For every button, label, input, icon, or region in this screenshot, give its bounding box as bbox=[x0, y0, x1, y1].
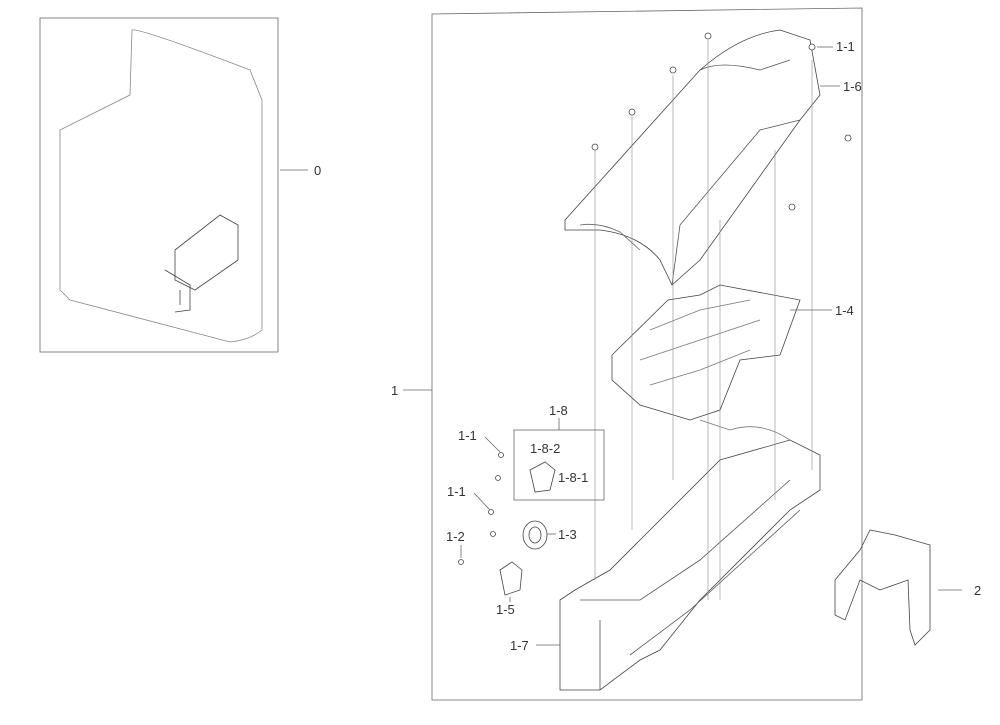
bracket-part bbox=[834, 529, 962, 646]
duct-cover-part bbox=[564, 29, 821, 286]
connector-part bbox=[499, 561, 523, 596]
callout-1-1-thermostat: 1-1 bbox=[458, 428, 477, 443]
heater-plate-part bbox=[611, 284, 801, 421]
heater-assembly-panel bbox=[403, 7, 863, 701]
thermal-fuse-part bbox=[522, 520, 548, 550]
heater-housing-part bbox=[559, 419, 821, 691]
callout-1-4: 1-4 bbox=[835, 303, 854, 318]
callout-1-8: 1-8 bbox=[549, 403, 568, 418]
callout-1-5: 1-5 bbox=[496, 602, 515, 617]
leader-lines bbox=[460, 46, 840, 646]
assembly-guide-lines bbox=[594, 40, 813, 600]
dryer-overview-panel bbox=[39, 17, 308, 353]
thermostat-group-box bbox=[513, 418, 605, 501]
callout-2: 2 bbox=[974, 583, 982, 598]
callout-1-1-top: 1-1 bbox=[836, 39, 855, 54]
callout-1-1-fuse: 1-1 bbox=[447, 484, 466, 499]
callout-1-8-1: 1-8-1 bbox=[558, 470, 589, 485]
callout-0: 0 bbox=[314, 163, 322, 178]
callout-1-7: 1-7 bbox=[510, 638, 529, 653]
callout-1-2: 1-2 bbox=[446, 529, 465, 544]
callout-1-6: 1-6 bbox=[843, 79, 862, 94]
screws bbox=[458, 32, 852, 565]
callout-1-3: 1-3 bbox=[558, 527, 577, 542]
callout-1: 1 bbox=[391, 383, 399, 398]
callout-1-8-2: 1-8-2 bbox=[530, 441, 561, 456]
